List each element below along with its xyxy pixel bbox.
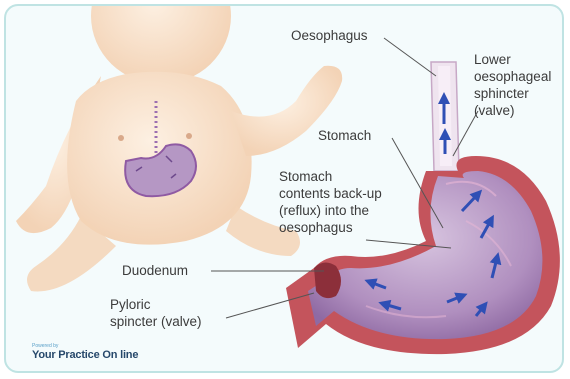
- brand-logo: Powered by Your Practice On line: [32, 343, 138, 361]
- label-les-line4: (valve): [474, 102, 515, 119]
- label-pyloric-line2: spincter (valve): [110, 313, 202, 330]
- label-duodenum: Duodenum: [122, 262, 188, 279]
- label-reflux-line2: contents back-up: [279, 185, 382, 202]
- label-stomach: Stomach: [318, 127, 371, 144]
- diagram-frame: Oesophagus Lower oesophageal sphincter (…: [4, 4, 564, 373]
- label-les-line2: oesophageal: [474, 68, 551, 85]
- logo-brand-name: Your Practice On line: [32, 349, 138, 361]
- label-reflux-line3: (reflux) into the: [279, 202, 369, 219]
- label-les-line3: sphincter: [474, 85, 529, 102]
- baby-figure: [16, 6, 342, 291]
- label-les-line1: Lower: [474, 51, 511, 68]
- label-reflux-line1: Stomach: [279, 168, 332, 185]
- label-oesophagus: Oesophagus: [291, 27, 368, 44]
- oesophagus-tube: [431, 62, 459, 171]
- label-pyloric-line1: Pyloric: [110, 296, 151, 313]
- label-reflux-line4: oesophagus: [279, 219, 353, 236]
